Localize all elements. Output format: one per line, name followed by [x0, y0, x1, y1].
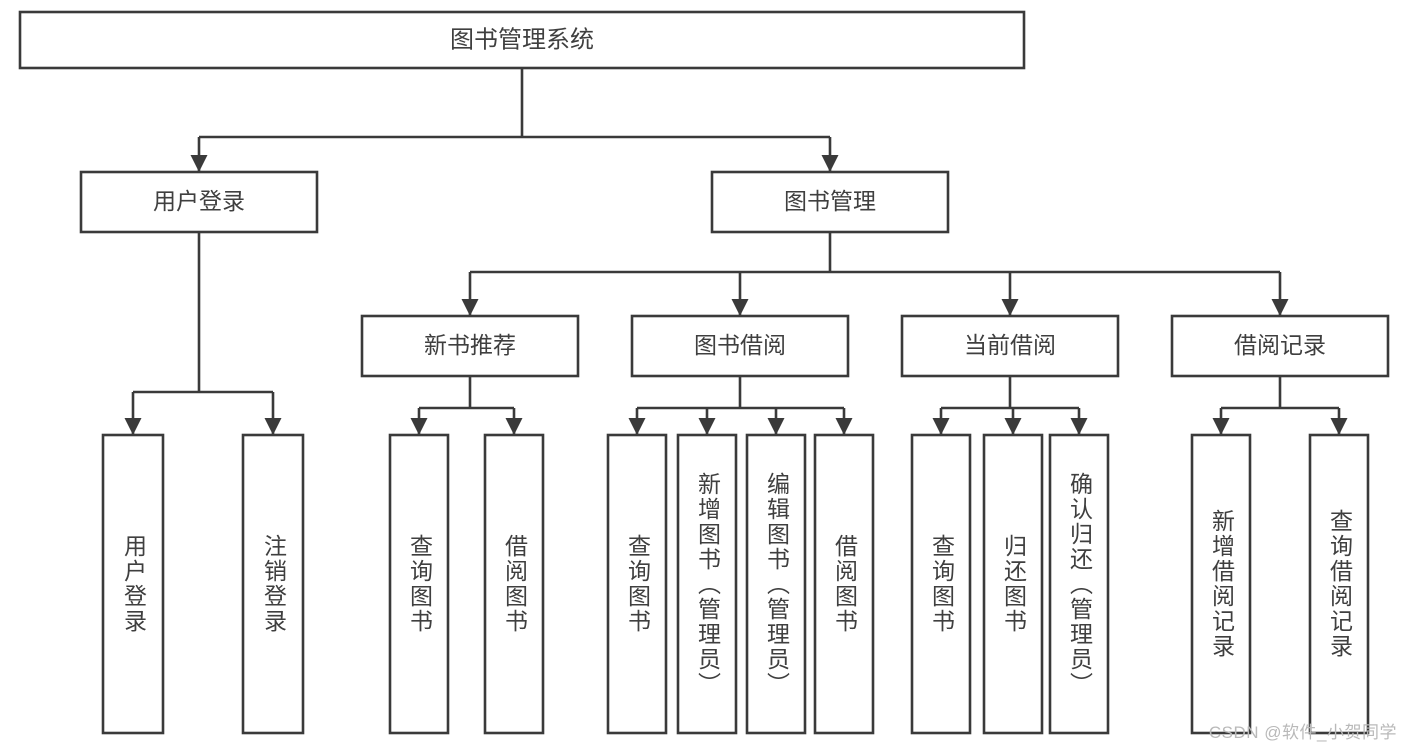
watermark-text: CSDN @软件_小贺同学	[1208, 723, 1397, 742]
arrow-head-icon	[505, 418, 523, 435]
node-rect	[982, 433, 1044, 735]
node-leaf-current-return-book[interactable]	[982, 433, 1044, 735]
node-leaf-current-query-book[interactable]	[910, 433, 972, 735]
node-leaf-recommend-borrow-book[interactable]	[483, 433, 545, 735]
node-rect	[483, 433, 545, 735]
node-leaf-user-logout[interactable]	[241, 433, 305, 735]
arrow-head-icon	[731, 299, 749, 316]
node-rect	[910, 433, 972, 735]
node-rect	[710, 170, 950, 234]
node-leaf-user-login[interactable]	[101, 433, 165, 735]
node-rect	[1308, 433, 1370, 735]
arrow-head-icon	[1070, 418, 1088, 435]
node-rect	[360, 314, 580, 378]
arrow-head-icon	[124, 418, 142, 435]
node-label-book-management: 图书管理	[784, 188, 876, 214]
node-borrow-record[interactable]	[1170, 314, 1390, 378]
node-rect	[388, 433, 450, 735]
arrow-head-icon	[190, 155, 208, 172]
node-user-login[interactable]	[79, 170, 319, 234]
node-leaf-record-query[interactable]	[1308, 433, 1370, 735]
node-label-user-login: 用户登录	[153, 188, 245, 214]
node-root-root[interactable]	[18, 10, 1026, 70]
node-rect	[79, 170, 319, 234]
node-label-book-borrow: 图书借阅	[694, 332, 786, 358]
node-book-management[interactable]	[710, 170, 950, 234]
arrow-head-icon	[410, 418, 428, 435]
node-label-root: 图书管理系统	[450, 26, 594, 53]
node-label-borrow-record: 借阅记录	[1234, 332, 1326, 358]
node-book-borrow[interactable]	[630, 314, 850, 378]
arrow-head-icon	[1001, 299, 1019, 316]
node-rect	[630, 314, 850, 378]
node-leaf-borrow-borrow-book[interactable]	[813, 433, 875, 735]
arrow-head-icon	[264, 418, 282, 435]
node-rect	[813, 433, 875, 735]
node-rect	[606, 433, 668, 735]
node-rect	[1170, 314, 1390, 378]
arrow-head-icon	[1004, 418, 1022, 435]
arrow-head-icon	[821, 155, 839, 172]
node-rect	[1190, 433, 1252, 735]
node-rect	[1048, 433, 1110, 735]
arrow-head-icon	[628, 418, 646, 435]
node-label-current-borrow: 当前借阅	[964, 332, 1056, 358]
arrow-head-icon	[835, 418, 853, 435]
node-new-book-recommend[interactable]	[360, 314, 580, 378]
arrow-head-icon	[1271, 299, 1289, 316]
node-rect	[745, 433, 807, 735]
arrow-head-icon	[698, 418, 716, 435]
node-rect	[241, 433, 305, 735]
node-leaf-current-confirm-return[interactable]	[1048, 433, 1110, 735]
arrow-head-icon	[932, 418, 950, 435]
node-rect	[18, 10, 1026, 70]
node-leaf-borrow-add-book[interactable]	[676, 433, 738, 735]
node-label-new-book-recommend: 新书推荐	[424, 332, 516, 358]
node-rect	[900, 314, 1120, 378]
node-rect	[676, 433, 738, 735]
arrow-head-icon	[1212, 418, 1230, 435]
arrow-head-icon	[1330, 418, 1348, 435]
node-leaf-recommend-query-book[interactable]	[388, 433, 450, 735]
arrow-head-icon	[767, 418, 785, 435]
node-rect	[101, 433, 165, 735]
node-leaf-borrow-edit-book[interactable]	[745, 433, 807, 735]
node-current-borrow[interactable]	[900, 314, 1120, 378]
node-leaf-borrow-query-book[interactable]	[606, 433, 668, 735]
arrow-head-icon	[461, 299, 479, 316]
node-leaf-record-add[interactable]	[1190, 433, 1252, 735]
edges-layer	[124, 68, 1348, 435]
